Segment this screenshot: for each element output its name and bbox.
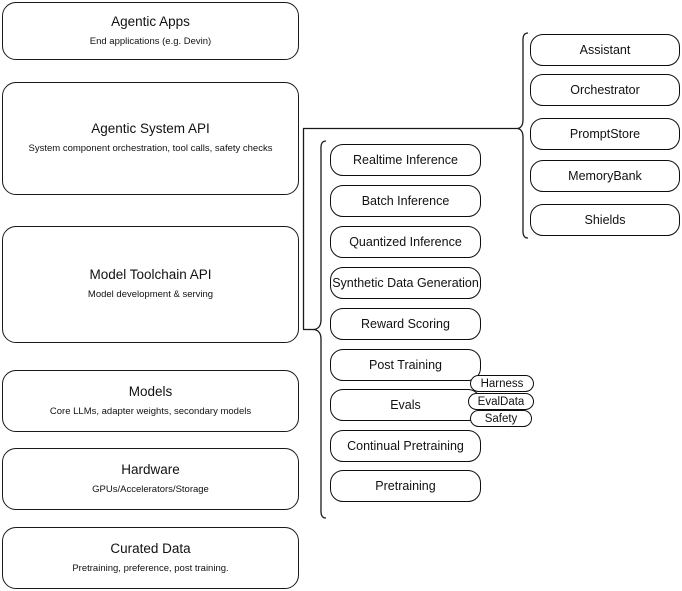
capability-label: Pretraining xyxy=(375,479,436,493)
capability-quantized-inference[interactable]: Quantized Inference xyxy=(330,226,481,258)
layer-box-hardware[interactable]: Hardware GPUs/Accelerators/Storage xyxy=(2,448,299,510)
toolchain-brace xyxy=(312,140,327,519)
layer-title: Agentic Apps xyxy=(111,13,190,29)
layer-subtitle: Pretraining, preference, post training. xyxy=(72,562,229,574)
capability-pretraining[interactable]: Pretraining xyxy=(330,470,481,502)
system-component-label: Orchestrator xyxy=(570,83,640,97)
system-component-assistant[interactable]: Assistant xyxy=(530,34,680,66)
capability-label: Quantized Inference xyxy=(349,235,462,249)
system-component-memorybank[interactable]: MemoryBank xyxy=(530,160,680,192)
system-components-brace xyxy=(516,32,529,239)
layer-title: Hardware xyxy=(121,461,180,477)
capability-label: Continual Pretraining xyxy=(347,439,464,453)
layer-title: Model Toolchain API xyxy=(89,267,212,283)
capability-label: Evals xyxy=(390,398,421,412)
layer-box-agentic-system-api[interactable]: Agentic System API System component orch… xyxy=(2,82,299,195)
layer-box-models[interactable]: Models Core LLMs, adapter weights, secon… xyxy=(2,370,299,432)
layer-subtitle: Model development & serving xyxy=(87,289,214,301)
capability-label: Synthetic Data Generation xyxy=(332,276,479,290)
layer-box-agentic-apps[interactable]: Agentic Apps End applications (e.g. Devi… xyxy=(2,2,299,60)
evals-badge-harness[interactable]: Harness xyxy=(470,375,534,392)
layer-title: Agentic System API xyxy=(91,121,210,137)
layer-title: Curated Data xyxy=(110,540,191,556)
layer-subtitle: GPUs/Accelerators/Storage xyxy=(92,483,209,495)
evals-badge-label: Harness xyxy=(480,377,524,390)
system-component-shields[interactable]: Shields xyxy=(530,204,680,236)
evals-badge-evaldata[interactable]: EvalData xyxy=(468,393,534,410)
evals-badge-label: Safety xyxy=(484,412,518,425)
layer-title: Models xyxy=(128,383,173,399)
capability-realtime-inference[interactable]: Realtime Inference xyxy=(330,144,481,176)
layer-box-curated-data[interactable]: Curated Data Pretraining, preference, po… xyxy=(2,527,299,589)
layer-box-model-toolchain-api[interactable]: Model Toolchain API Model development & … xyxy=(2,226,299,343)
capability-label: Post Training xyxy=(369,358,442,372)
layer-subtitle: System component orchestration, tool cal… xyxy=(28,143,273,155)
layer-subtitle: End applications (e.g. Devin) xyxy=(89,35,212,47)
capability-evals[interactable]: Evals xyxy=(330,389,481,421)
layer-subtitle: Core LLMs, adapter weights, secondary mo… xyxy=(49,405,252,417)
evals-badge-safety[interactable]: Safety xyxy=(470,410,532,427)
system-component-promptstore[interactable]: PromptStore xyxy=(530,118,680,150)
capability-batch-inference[interactable]: Batch Inference xyxy=(330,185,481,217)
capability-label: Batch Inference xyxy=(361,194,450,208)
capability-continual-pretraining[interactable]: Continual Pretraining xyxy=(330,430,481,462)
evals-badge-label: EvalData xyxy=(477,395,525,408)
system-component-label: Assistant xyxy=(579,43,631,57)
system-component-label: MemoryBank xyxy=(568,169,642,183)
capability-label: Reward Scoring xyxy=(361,317,450,331)
system-component-label: PromptStore xyxy=(569,127,641,141)
capability-reward-scoring[interactable]: Reward Scoring xyxy=(330,308,481,340)
capability-synthetic-data-generation[interactable]: Synthetic Data Generation xyxy=(330,267,481,299)
capability-label: Realtime Inference xyxy=(353,153,458,167)
system-component-orchestrator[interactable]: Orchestrator xyxy=(530,74,680,106)
system-component-label: Shields xyxy=(584,213,626,227)
capability-post-training[interactable]: Post Training xyxy=(330,349,481,381)
